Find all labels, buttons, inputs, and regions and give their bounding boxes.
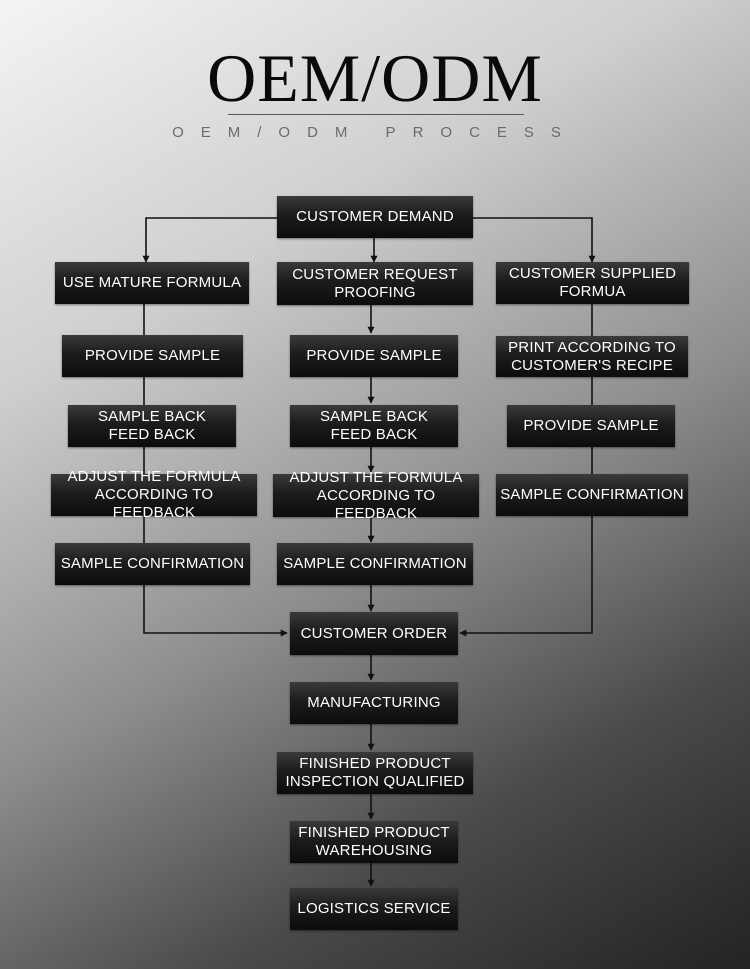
connector-demand-to-right xyxy=(473,217,596,263)
node-left-sample-feedback: SAMPLE BACK FEED BACK xyxy=(68,405,236,447)
node-logistics-service: LOGISTICS SERVICE xyxy=(290,888,458,930)
node-manufacturing: MANUFACTURING xyxy=(290,682,458,724)
node-center-adjust-formula: ADJUST THE FORMULA ACCORDING TO FEEDBACK xyxy=(273,469,479,522)
page-subtitle: OEM/ODM PROCESS xyxy=(172,124,578,141)
node-use-mature-formula: USE MATURE FORMULA xyxy=(55,262,249,304)
title-divider xyxy=(228,114,524,115)
connector-right-to-order xyxy=(459,516,593,637)
node-center-provide-sample: PROVIDE SAMPLE xyxy=(290,335,458,377)
node-left-sample-confirmation: SAMPLE CONFIRMATION xyxy=(55,543,250,585)
node-customer-demand: CUSTOMER DEMAND xyxy=(277,196,473,238)
node-warehousing: FINISHED PRODUCT WAREHOUSING xyxy=(290,821,458,863)
node-center-sample-feedback: SAMPLE BACK FEED BACK xyxy=(290,405,458,447)
connector-demand-to-left xyxy=(142,217,277,263)
node-left-adjust-formula: ADJUST THE FORMULA ACCORDING TO FEEDBACK xyxy=(51,468,257,521)
node-center-sample-confirmation: SAMPLE CONFIRMATION xyxy=(277,543,473,585)
node-inspection-qualified: FINISHED PRODUCT INSPECTION QUALIFIED xyxy=(277,752,473,794)
connector-left-to-order xyxy=(143,585,288,637)
node-customer-supplied-formula: CUSTOMER SUPPLIED FORMUA xyxy=(496,262,689,304)
node-print-customer-recipe: PRINT ACCORDING TO CUSTOMER'S RECIPE xyxy=(496,336,688,377)
node-left-provide-sample: PROVIDE SAMPLE xyxy=(62,335,243,377)
node-right-sample-confirmation: SAMPLE CONFIRMATION xyxy=(496,474,688,516)
node-right-provide-sample: PROVIDE SAMPLE xyxy=(507,405,675,447)
node-customer-order: CUSTOMER ORDER xyxy=(290,612,458,655)
page-title: OEM/ODM xyxy=(207,40,543,116)
node-customer-request-proofing: CUSTOMER REQUEST PROOFING xyxy=(277,262,473,305)
